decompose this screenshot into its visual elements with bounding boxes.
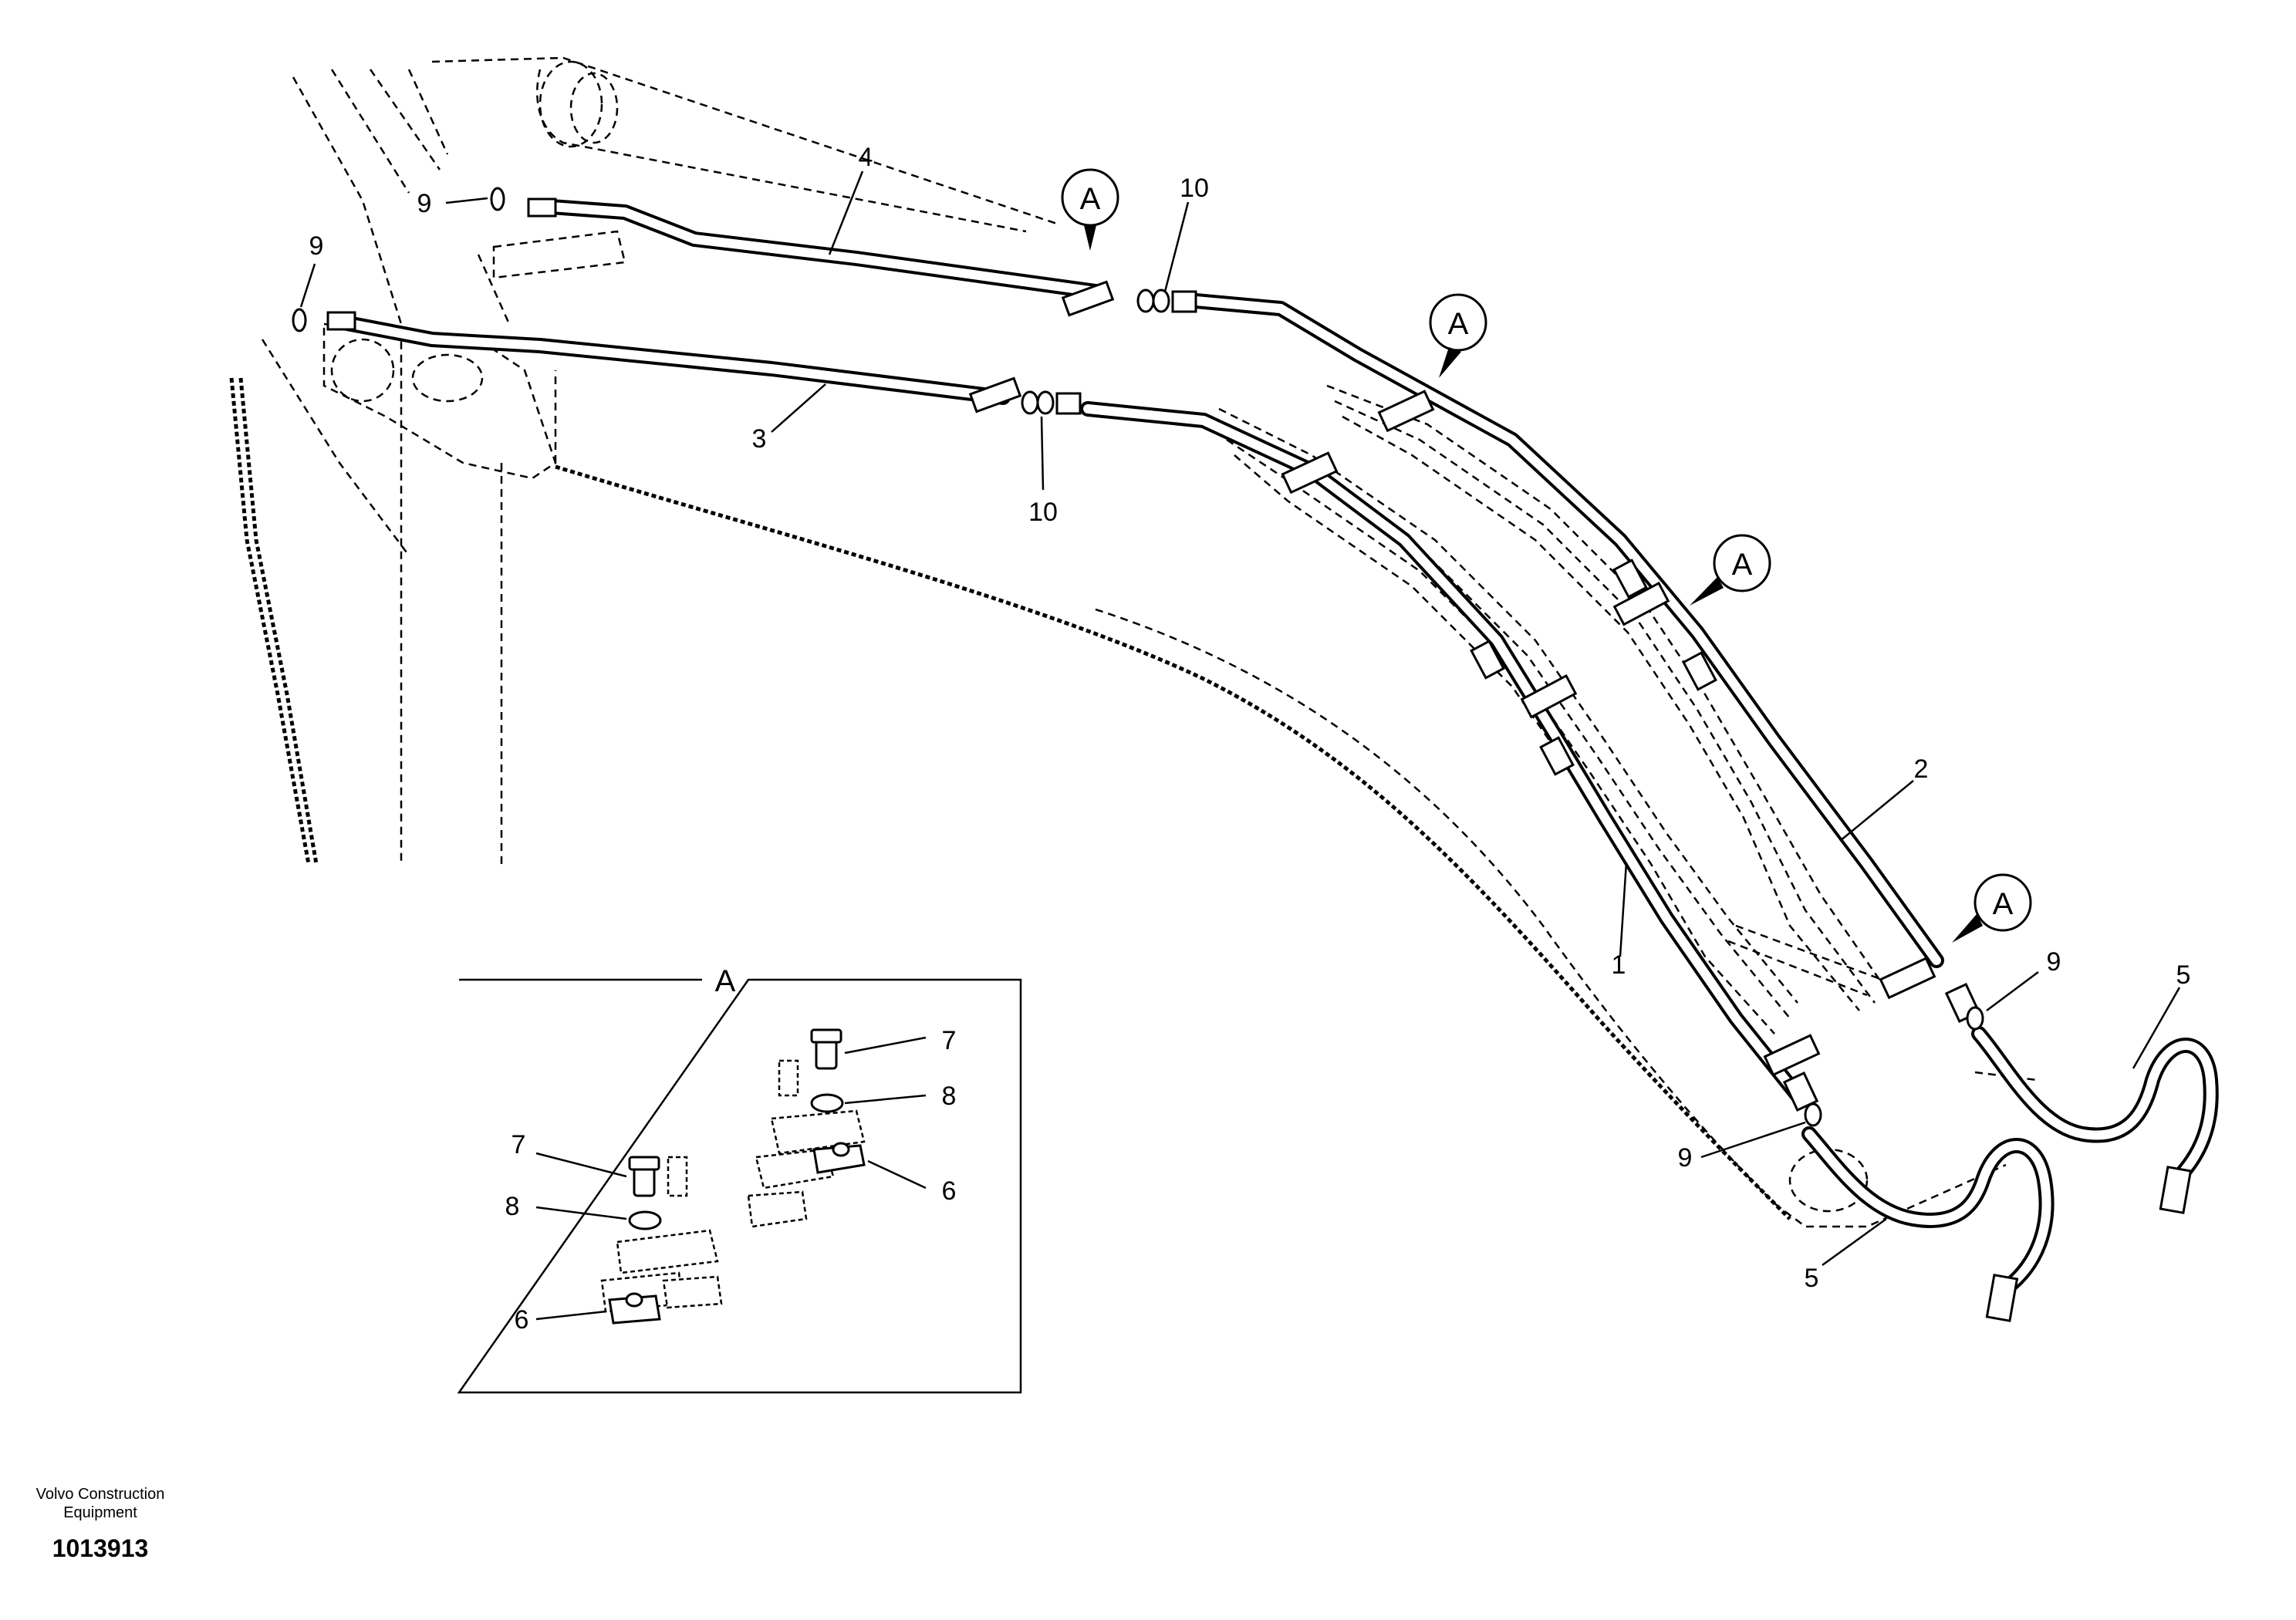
detail-ref-label: A	[1732, 548, 1753, 582]
callout-10: 10	[1180, 174, 1209, 203]
footer: Volvo Construction Equipment 1013913	[36, 1486, 165, 1562]
detail-label-7: 7	[942, 1026, 957, 1055]
pipe-1	[1080, 401, 1805, 1103]
detail-view-title: A	[715, 964, 736, 998]
callout-9: 9	[2047, 947, 2061, 977]
detail-view-a: A 7 8 6 7 8 6	[457, 964, 1022, 1394]
detail-label-8: 8	[942, 1082, 957, 1111]
detail-label-7: 7	[512, 1130, 526, 1159]
detail-label-6: 6	[515, 1305, 529, 1335]
callout-5: 5	[2176, 960, 2191, 990]
detail-ref-marker: A	[1061, 168, 1119, 251]
hose-5-lower	[1801, 1126, 2055, 1322]
detail-ref-marker: A	[1952, 873, 2032, 943]
pipe-3	[336, 315, 1011, 405]
hose-5-upper	[1971, 1026, 2219, 1214]
callouts: 9 9 4 10 3 10 2 1 9 9 5 5	[299, 143, 2191, 1293]
detail-label-6: 6	[942, 1176, 957, 1206]
callout-1: 1	[1612, 950, 1626, 980]
pipe-2	[1188, 293, 1944, 968]
callout-3: 3	[752, 424, 767, 454]
callout-9: 9	[1678, 1143, 1693, 1173]
callout-5: 5	[1805, 1264, 1819, 1293]
callout-4: 4	[859, 143, 873, 172]
fittings	[292, 187, 1984, 1127]
detail-ref-label: A	[1080, 182, 1101, 216]
clamps	[968, 280, 1936, 1077]
detail-ref-marker: A	[1690, 534, 1771, 606]
callout-9: 9	[417, 189, 432, 218]
detail-label-8: 8	[505, 1192, 520, 1221]
callout-10: 10	[1028, 498, 1058, 527]
company-name-line1: Volvo Construction	[36, 1486, 165, 1503]
detail-ref-label: A	[1993, 887, 2014, 921]
callout-2: 2	[1914, 754, 1929, 784]
callout-9: 9	[309, 231, 324, 261]
pipe-4	[544, 199, 1103, 299]
detail-ref-marker: A	[1429, 293, 1487, 378]
drawing-number: 1013913	[52, 1534, 149, 1562]
detail-ref-label: A	[1448, 307, 1469, 341]
company-name-line2: Equipment	[63, 1504, 137, 1521]
